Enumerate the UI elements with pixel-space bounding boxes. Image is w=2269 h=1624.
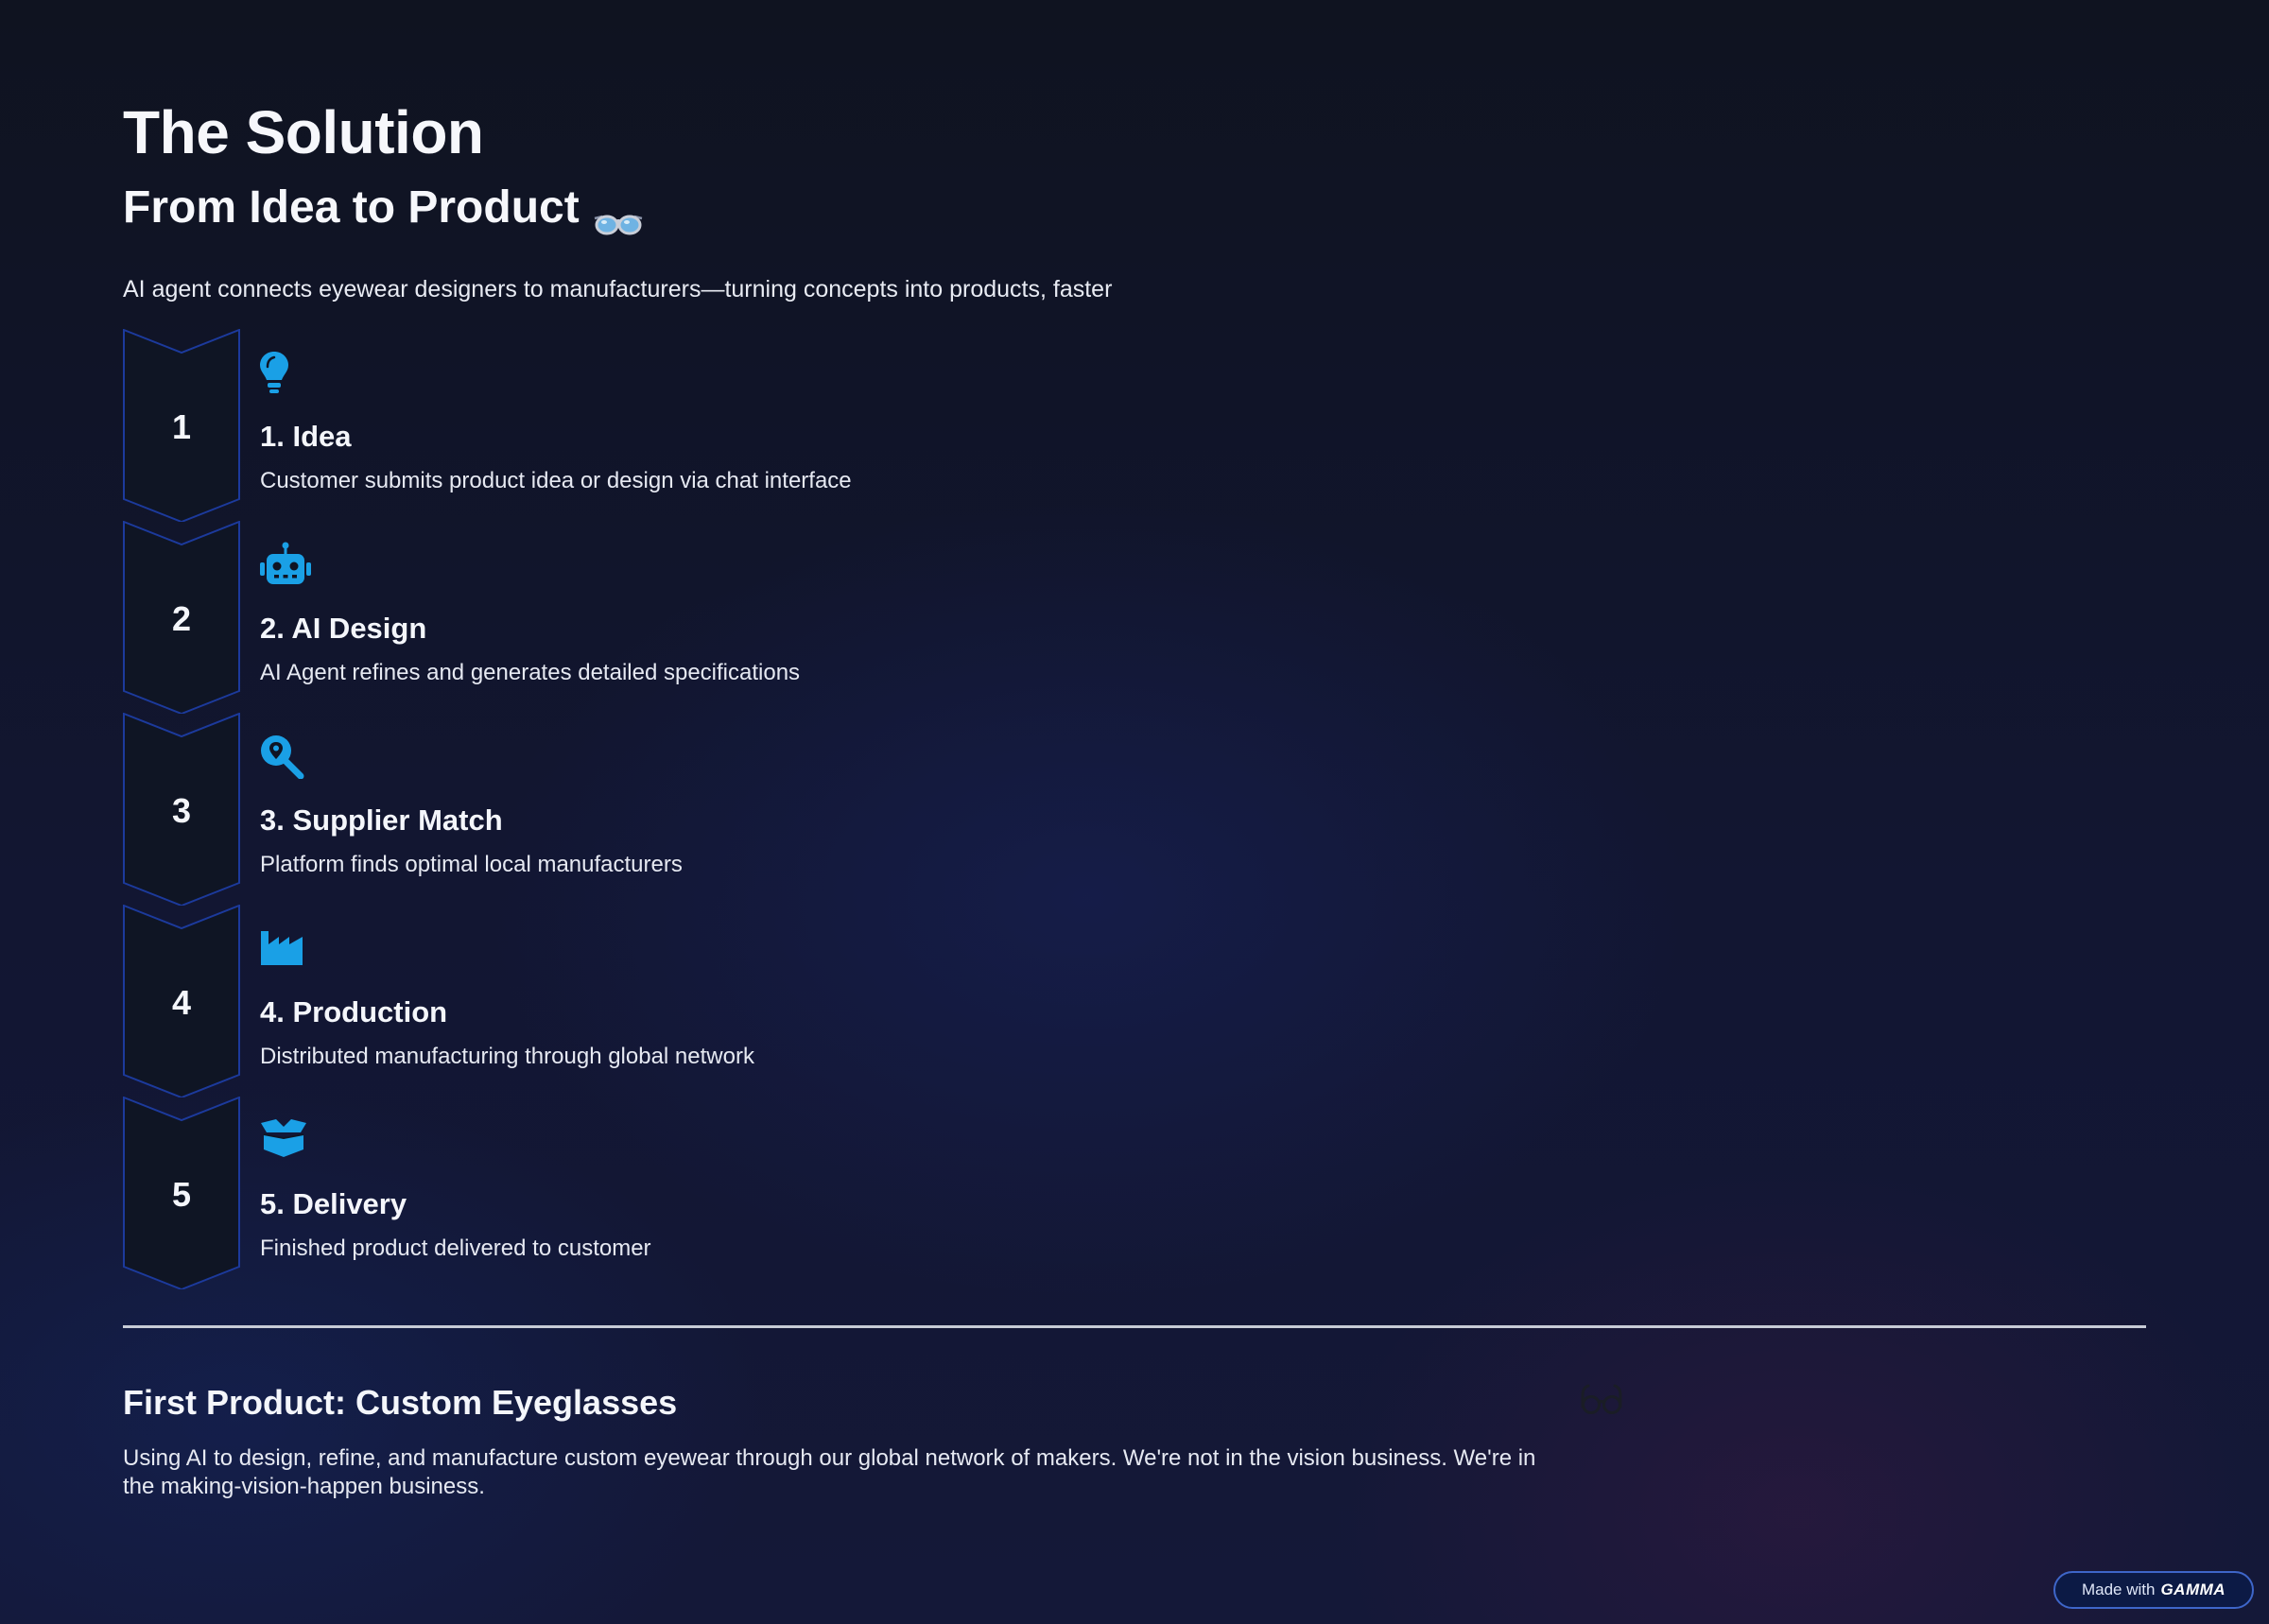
- step-chevron: [123, 329, 240, 522]
- step-item: 5 5. Delivery Finished product delivered…: [123, 1097, 1446, 1289]
- step-number: 3: [171, 791, 192, 830]
- step-title: 3. Supplier Match: [260, 803, 503, 837]
- step-title: 2. AI Design: [260, 612, 427, 645]
- glasses-icon: [1579, 1382, 1624, 1416]
- eyeglasses-emoji-icon: [593, 195, 644, 235]
- step-description: Platform finds optimal local manufacture…: [260, 852, 683, 877]
- subtitle-text: From Idea to Product: [123, 182, 580, 233]
- step-item: 1 1. Idea Customer submits product idea …: [123, 329, 1446, 522]
- page-subtitle: From Idea to Product: [123, 180, 644, 236]
- made-with-gamma-badge[interactable]: Made with GAMMA: [2053, 1571, 2254, 1609]
- step-title: 1. Idea: [260, 420, 352, 453]
- search-location-icon: [259, 734, 312, 780]
- step-item: 4 4. Production Distributed manufacturin…: [123, 905, 1446, 1097]
- step-title: 4. Production: [260, 995, 448, 1028]
- factory-icon: [259, 925, 312, 971]
- step-number: 5: [171, 1175, 192, 1214]
- page-title: The Solution: [123, 98, 484, 166]
- lightbulb-icon: [259, 350, 312, 395]
- badge-prefix: Made with: [2081, 1581, 2156, 1598]
- box-open-icon: [259, 1117, 312, 1163]
- step-chevron: [123, 521, 240, 714]
- step-number: 4: [171, 983, 192, 1022]
- step-description: AI Agent refines and generates detailed …: [260, 660, 801, 685]
- step-description: Distributed manufacturing through global…: [260, 1044, 754, 1069]
- step-description: Finished product delivered to customer: [260, 1235, 651, 1261]
- section-divider: [123, 1325, 2146, 1328]
- step-description: Customer submits product idea or design …: [260, 468, 852, 493]
- step-chevron: [123, 1097, 240, 1289]
- step-title: 5. Delivery: [260, 1187, 407, 1220]
- first-product-description: Using AI to design, refine, and manufact…: [123, 1445, 1536, 1499]
- step-item: 3 3. Supplier Match Platform finds optim…: [123, 713, 1446, 906]
- slide: The Solution From Idea to Product AI age…: [123, 0, 2146, 1624]
- first-product-heading: First Product: Custom Eyeglasses: [123, 1383, 678, 1422]
- step-number: 2: [171, 599, 192, 638]
- step-chevron: [123, 713, 240, 906]
- step-item: 2 2. AI Design AI Agent refines and gene…: [123, 521, 1446, 714]
- step-chevron: [123, 905, 240, 1097]
- gamma-logo: GAMMA: [2160, 1581, 2226, 1598]
- robot-icon: [259, 542, 312, 587]
- step-number: 1: [171, 407, 192, 446]
- lead-text: AI agent connects eyewear designers to m…: [123, 276, 1113, 302]
